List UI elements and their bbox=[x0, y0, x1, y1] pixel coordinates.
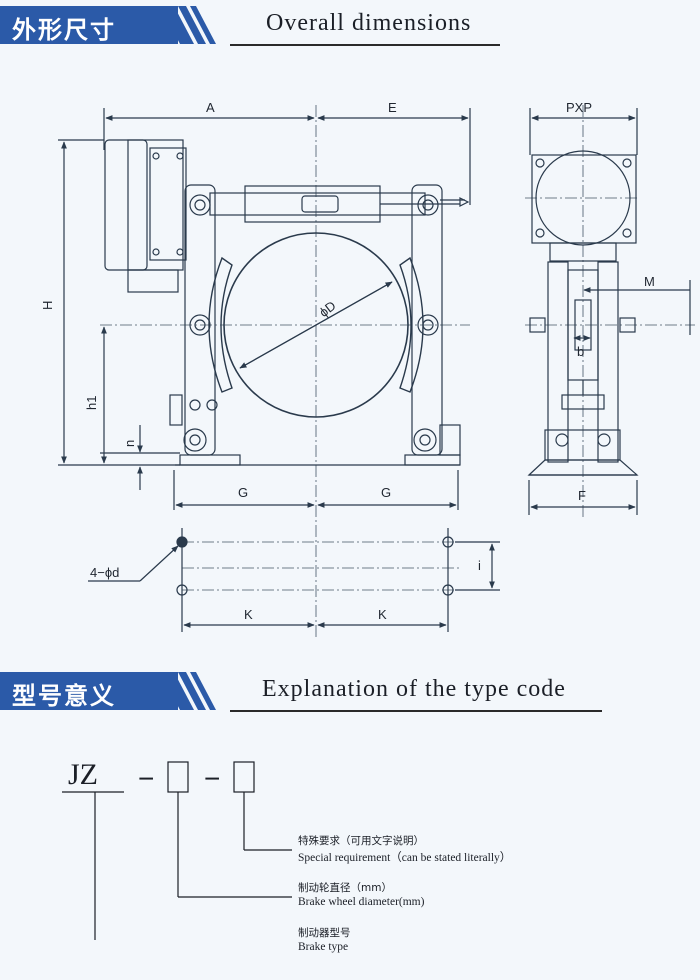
item-en: Brake wheel diameter(mm) bbox=[298, 896, 425, 908]
code-box-1 bbox=[167, 761, 189, 793]
dim-label-b: b bbox=[577, 344, 584, 359]
type-code-item-brake-type: 制动器型号 Brake type bbox=[298, 925, 351, 953]
dim-label-n: n bbox=[122, 440, 137, 447]
code-prefix: JZ bbox=[68, 758, 98, 791]
dim-label-H: H bbox=[40, 301, 55, 310]
dim-label-PXP: PXP bbox=[566, 100, 592, 115]
dim-label-E: E bbox=[388, 100, 397, 115]
dim-label-i: i bbox=[478, 558, 481, 573]
slash-decoration-icon bbox=[160, 672, 216, 710]
section-title-en: Overall dimensions bbox=[266, 10, 472, 36]
section-tab: 型号意义 bbox=[0, 672, 178, 710]
item-en: Brake type bbox=[298, 941, 349, 953]
overall-dimensions-header: 外形尺寸 Overall dimensions bbox=[0, 0, 700, 46]
code-box-2 bbox=[233, 761, 255, 793]
header-underline bbox=[230, 44, 500, 46]
type-code-item-special: 特殊要求（可用文字说明） Special requirement（can be … bbox=[298, 833, 511, 865]
type-code-header: 型号意义 Explanation of the type code bbox=[0, 666, 700, 712]
section-title-cn: 型号意义 bbox=[12, 681, 116, 710]
type-code-item-diameter: 制动轮直径（mm） Brake wheel diameter(mm) bbox=[298, 880, 424, 908]
dim-label-A: A bbox=[206, 100, 215, 115]
item-cn: 制动轮直径（mm） bbox=[298, 882, 392, 894]
code-dash-1: − bbox=[138, 763, 154, 794]
dim-label-K-left: K bbox=[244, 607, 253, 622]
dim-label-M: M bbox=[644, 274, 655, 289]
slash-decoration-icon bbox=[160, 6, 216, 44]
dim-label-K-right: K bbox=[378, 607, 387, 622]
header-underline bbox=[230, 710, 602, 712]
dim-label-G-left: G bbox=[238, 485, 248, 500]
dim-label-h1: h1 bbox=[84, 396, 99, 410]
type-code-diagram: − − bbox=[62, 761, 292, 940]
code-dash-2: − bbox=[204, 763, 220, 794]
section-title-en: Explanation of the type code bbox=[262, 676, 566, 702]
item-cn: 制动器型号 bbox=[298, 927, 351, 939]
dim-label-holes: 4−ϕd bbox=[90, 565, 119, 580]
item-cn: 特殊要求（可用文字说明） bbox=[298, 835, 424, 847]
type-code: JZ bbox=[68, 758, 98, 792]
dim-label-G-right: G bbox=[381, 485, 391, 500]
dim-label-D: ϕD bbox=[316, 298, 338, 320]
section-tab: 外形尺寸 bbox=[0, 6, 178, 44]
overall-dimensions-drawing: A E PXP H h1 n ϕD M b G G F 4−ϕd i K K bbox=[40, 100, 695, 640]
dim-label-F: F bbox=[578, 488, 586, 503]
section-title-cn: 外形尺寸 bbox=[12, 15, 116, 44]
item-en: Special requirement（can be stated litera… bbox=[298, 852, 512, 864]
